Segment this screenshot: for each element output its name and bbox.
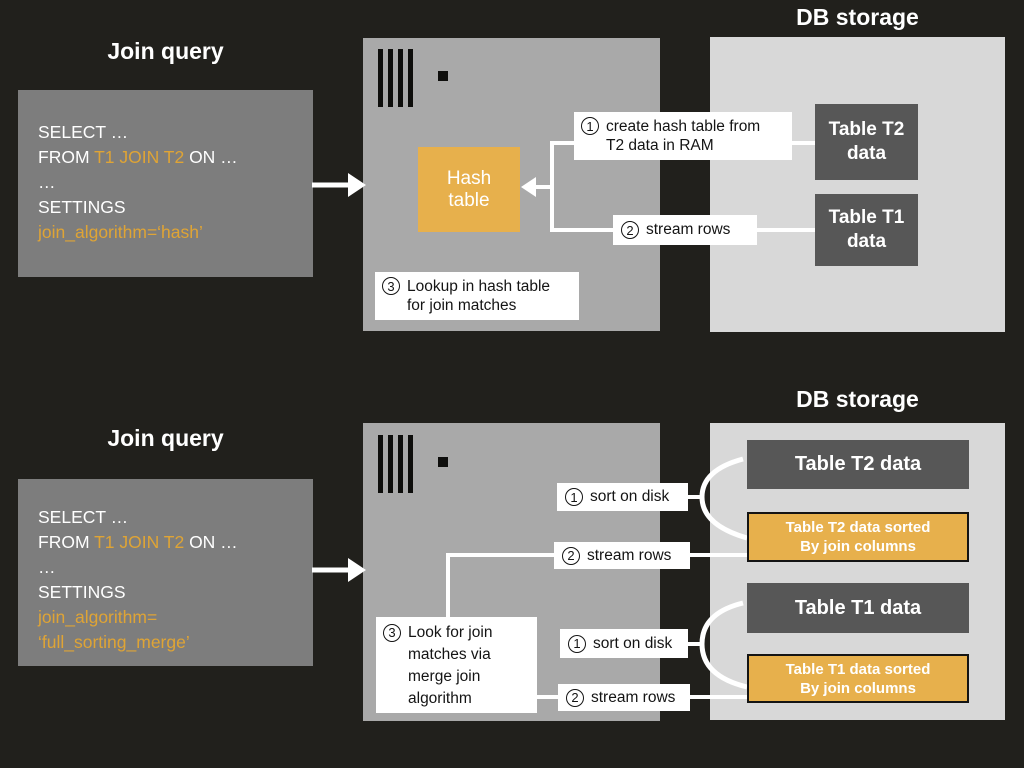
step1-create-hash-table-label: 1 create hash table from T2 data in RAM xyxy=(574,112,792,160)
query-line: … xyxy=(38,557,56,577)
table-t2-data-box: Table T2 data xyxy=(747,440,969,489)
step3-merge-join-label: 3 Look for join matches via merge join a… xyxy=(376,617,537,713)
step-number-badge: 1 xyxy=(565,488,583,506)
top-join-query-title: Join query xyxy=(107,38,224,64)
top-query-code: SELECT … FROM T1 JOIN T2 ON … … SETTINGS… xyxy=(18,90,313,247)
step-number-badge: 3 xyxy=(383,624,401,642)
step1-sort-on-disk-t1-label: 1 sort on disk xyxy=(560,629,688,658)
table-t2-data-box: Table T2 data xyxy=(815,104,918,180)
query-line: ‘full_sorting_merge’ xyxy=(38,632,190,652)
step-number-badge: 3 xyxy=(382,277,400,295)
step1-sort-on-disk-t2-label: 1 sort on disk xyxy=(557,483,688,511)
query-line: SETTINGS xyxy=(38,197,126,217)
query-line: SELECT … xyxy=(38,507,129,527)
query-line: FROM T1 JOIN T2 ON … xyxy=(38,532,238,552)
top-db-storage-box xyxy=(710,37,1005,332)
bottom-db-storage-title: DB storage xyxy=(796,386,919,412)
step2-stream-rows-t1-label: 2 stream rows xyxy=(558,684,690,711)
bottom-query-to-server-arrow-icon xyxy=(312,558,366,582)
query-line: FROM T1 JOIN T2 ON … xyxy=(38,147,238,167)
step2-stream-rows-t2-label: 2 stream rows xyxy=(554,542,690,569)
step-number-badge: 2 xyxy=(566,688,584,707)
table-t1-data-sorted-box: Table T1 data sorted By join columns xyxy=(747,654,969,703)
step-number-badge: 2 xyxy=(621,221,639,239)
clickhouse-logo-icon xyxy=(378,49,453,109)
table-t1-data-box: Table T1 data xyxy=(747,583,969,633)
step3-lookup-label: 3 Lookup in hash table for join matches xyxy=(375,272,579,320)
table-t2-data-sorted-box: Table T2 data sorted By join columns xyxy=(747,512,969,562)
bottom-query-box: SELECT … FROM T1 JOIN T2 ON … … SETTINGS… xyxy=(18,479,313,666)
clickhouse-logo-icon xyxy=(378,435,453,495)
top-query-to-server-arrow-icon xyxy=(312,173,366,197)
top-db-storage-title: DB storage xyxy=(796,4,919,30)
query-line: SETTINGS xyxy=(38,582,126,602)
step-number-badge: 2 xyxy=(562,546,580,565)
hash-table-box: Hash table xyxy=(418,147,520,232)
query-line: join_algorithm= xyxy=(38,607,158,627)
query-line: SELECT … xyxy=(38,122,129,142)
query-line: … xyxy=(38,172,56,192)
bottom-query-code: SELECT … FROM T1 JOIN T2 ON … … SETTINGS… xyxy=(18,479,313,657)
top-query-box: SELECT … FROM T1 JOIN T2 ON … … SETTINGS… xyxy=(18,90,313,277)
step-number-badge: 1 xyxy=(581,117,599,135)
bottom-join-query-title: Join query xyxy=(107,425,224,451)
step2-stream-rows-label: 2 stream rows xyxy=(613,215,757,245)
step-number-badge: 1 xyxy=(568,634,586,653)
table-t1-data-box: Table T1 data xyxy=(815,194,918,266)
query-line: join_algorithm=‘hash’ xyxy=(38,222,203,242)
